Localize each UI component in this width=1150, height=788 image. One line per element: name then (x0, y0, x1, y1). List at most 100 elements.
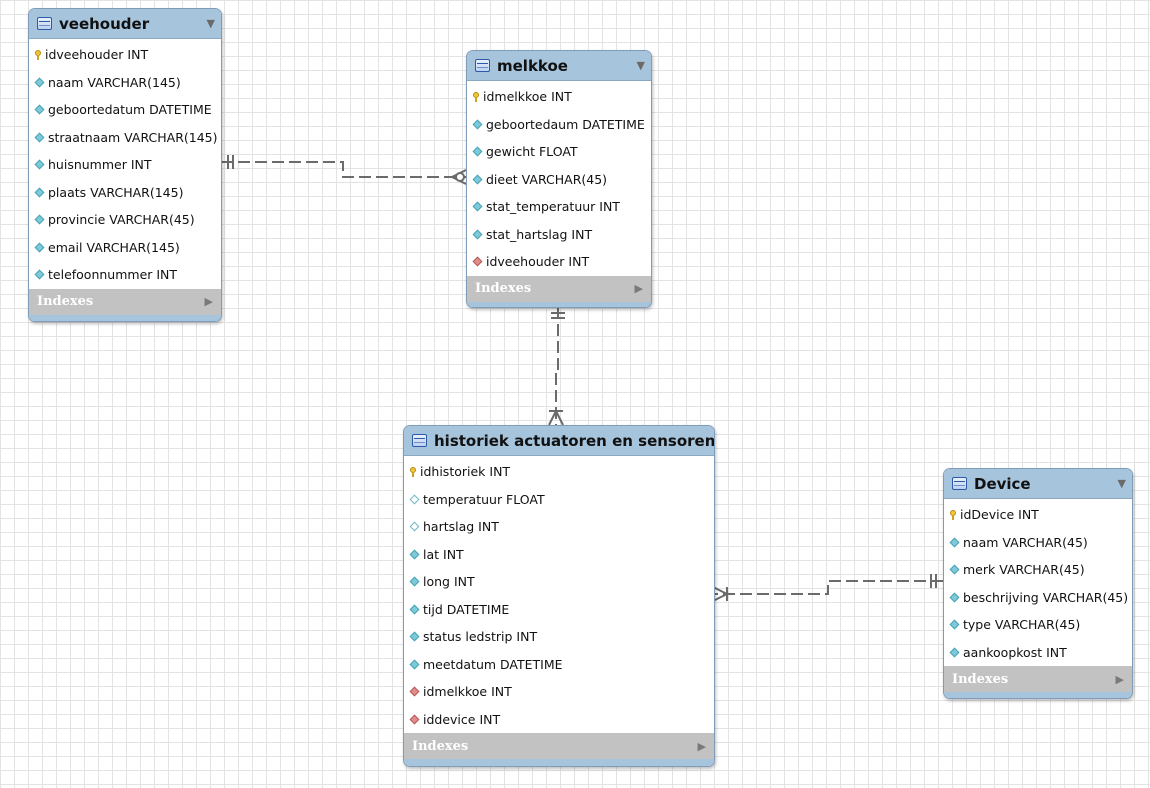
not-null-column-icon (34, 77, 45, 88)
indexes-label: Indexes (475, 281, 532, 296)
column-row[interactable]: geboortedatum DATETIME (29, 96, 221, 124)
column-row[interactable]: aankoopkost INT (944, 639, 1132, 667)
column-row[interactable]: plaats VARCHAR(145) (29, 179, 221, 207)
column-list: idhistoriek INT temperatuur FLOAT hartsl… (404, 456, 714, 733)
primary-key-icon (35, 49, 41, 60)
column-row[interactable]: provincie VARCHAR(45) (29, 206, 221, 234)
column-row[interactable]: straatnaam VARCHAR(145) (29, 124, 221, 152)
column-label: hartslag INT (423, 519, 499, 535)
expand-arrow-icon[interactable]: ▶ (697, 739, 706, 753)
column-row[interactable]: idveehouder INT (29, 41, 221, 69)
column-row[interactable]: geboortedaum DATETIME (467, 111, 651, 139)
column-label: lat INT (423, 546, 464, 562)
column-row[interactable]: long INT (404, 568, 714, 596)
column-label: type VARCHAR(45) (963, 617, 1081, 633)
nullable-column-icon (409, 494, 420, 505)
not-null-column-icon (34, 269, 45, 280)
not-null-column-icon (472, 146, 483, 157)
table-header[interactable]: melkkoe ▼ (467, 51, 651, 81)
indexes-section[interactable]: Indexes ▶ (467, 275, 651, 302)
column-label: telefoonnummer INT (48, 267, 178, 283)
table-header[interactable]: veehouder ▼ (29, 9, 221, 39)
column-label: stat_hartslag INT (486, 226, 593, 242)
column-label: beschrijving VARCHAR(45) (963, 589, 1129, 605)
relationship-device-historiek[interactable] (713, 580, 943, 595)
not-null-column-icon (472, 229, 483, 240)
table-icon (475, 59, 490, 72)
column-row[interactable]: idmelkkoe INT (467, 83, 651, 111)
column-row[interactable]: idmelkkoe INT (404, 678, 714, 706)
relationship-melkkoe-historiek[interactable] (555, 307, 559, 425)
column-row[interactable]: email VARCHAR(145) (29, 234, 221, 262)
column-label: dieet VARCHAR(45) (486, 171, 608, 187)
indexes-section[interactable]: Indexes ▶ (29, 288, 221, 315)
cardinality-many-melkkoe (451, 169, 467, 185)
table-historiek-actuatoren-en-sensoren[interactable]: historiek actuatoren en sensoren ▼ idhis… (403, 425, 715, 767)
column-row[interactable]: idDevice INT (944, 501, 1132, 529)
indexes-section[interactable]: Indexes ▶ (944, 666, 1132, 692)
column-label: idDevice INT (960, 507, 1039, 523)
table-device[interactable]: Device ▼ idDevice INT naam VARCHAR(45) m… (943, 468, 1133, 699)
column-row[interactable]: naam VARCHAR(145) (29, 69, 221, 97)
column-label: aankoopkost INT (963, 644, 1067, 660)
column-row[interactable]: temperatuur FLOAT (404, 486, 714, 514)
not-null-column-icon (472, 201, 483, 212)
expand-arrow-icon[interactable]: ▶ (1115, 672, 1124, 686)
not-null-column-icon (34, 187, 45, 198)
column-list: idveehouder INT naam VARCHAR(145) geboor… (29, 39, 221, 289)
collapse-arrow-icon[interactable]: ▼ (1117, 477, 1126, 490)
column-label: long INT (423, 574, 475, 590)
column-row[interactable]: iddevice INT (404, 706, 714, 734)
column-row[interactable]: telefoonnummer INT (29, 261, 221, 289)
primary-key-icon (410, 466, 416, 477)
column-row[interactable]: idhistoriek INT (404, 458, 714, 486)
indexes-section[interactable]: Indexes ▶ (404, 733, 714, 759)
not-null-column-icon (34, 242, 45, 253)
column-label: idveehouder INT (45, 47, 149, 63)
not-null-column-icon (34, 132, 45, 143)
column-label: stat_temperatuur INT (486, 199, 620, 215)
nullable-column-icon (409, 521, 420, 532)
not-null-column-icon (949, 564, 960, 575)
indexes-label: Indexes (952, 671, 1009, 687)
column-row[interactable]: merk VARCHAR(45) (944, 556, 1132, 584)
column-row[interactable]: stat_temperatuur INT (467, 193, 651, 221)
collapse-arrow-icon[interactable]: ▼ (636, 59, 645, 72)
column-label: naam VARCHAR(45) (963, 534, 1088, 550)
column-row[interactable]: dieet VARCHAR(45) (467, 166, 651, 194)
column-list: idmelkkoe INT geboortedaum DATETIME gewi… (467, 81, 651, 276)
relationship-veehouder-melkkoe[interactable] (221, 161, 466, 178)
primary-key-icon (950, 509, 956, 520)
column-label: temperatuur FLOAT (423, 491, 545, 507)
column-row[interactable]: idveehouder INT (467, 248, 651, 276)
column-row[interactable]: lat INT (404, 541, 714, 569)
foreign-key-icon (409, 714, 420, 725)
collapse-arrow-icon[interactable]: ▼ (206, 17, 215, 30)
not-null-column-icon (409, 576, 420, 587)
table-veehouder[interactable]: veehouder ▼ idveehouder INT naam VARCHAR… (28, 8, 222, 322)
column-row[interactable]: beschrijving VARCHAR(45) (944, 584, 1132, 612)
column-row[interactable]: gewicht FLOAT (467, 138, 651, 166)
column-row[interactable]: stat_hartslag INT (467, 221, 651, 249)
column-row[interactable]: huisnummer INT (29, 151, 221, 179)
not-null-column-icon (34, 214, 45, 225)
column-row[interactable]: type VARCHAR(45) (944, 611, 1132, 639)
column-row[interactable]: meetdatum DATETIME (404, 651, 714, 679)
not-null-column-icon (409, 659, 420, 670)
table-header[interactable]: Device ▼ (944, 469, 1132, 499)
column-row[interactable]: hartslag INT (404, 513, 714, 541)
expand-arrow-icon[interactable]: ▶ (204, 295, 213, 308)
column-row[interactable]: status ledstrip INT (404, 623, 714, 651)
indexes-label: Indexes (37, 294, 94, 309)
table-footer (944, 692, 1132, 698)
column-row[interactable]: tijd DATETIME (404, 596, 714, 624)
table-header[interactable]: historiek actuatoren en sensoren ▼ (404, 426, 714, 456)
expand-arrow-icon[interactable]: ▶ (634, 282, 643, 295)
table-melkkoe[interactable]: melkkoe ▼ idmelkkoe INT geboortedaum DAT… (466, 50, 652, 308)
indexes-label: Indexes (412, 738, 469, 754)
table-icon (952, 477, 967, 490)
column-row[interactable]: naam VARCHAR(45) (944, 529, 1132, 557)
column-label: merk VARCHAR(45) (963, 562, 1085, 578)
table-footer (467, 301, 651, 307)
